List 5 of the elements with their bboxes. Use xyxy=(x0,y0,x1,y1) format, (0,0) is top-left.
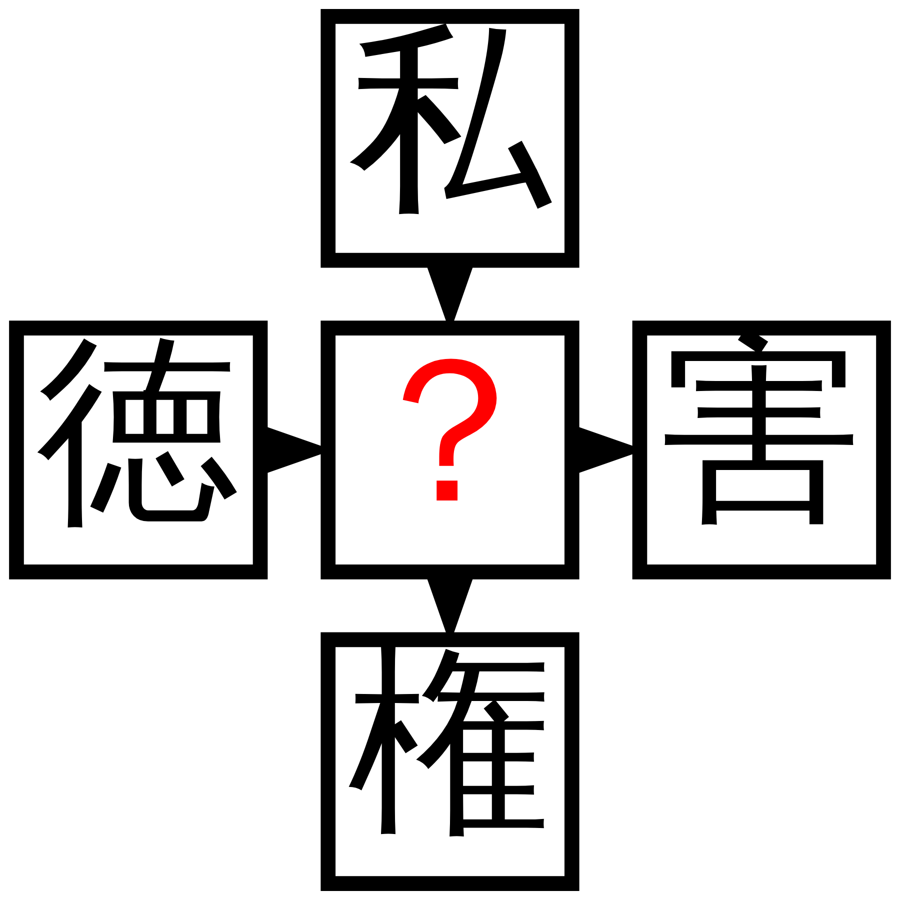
node-box: 私 xyxy=(320,9,580,268)
node-box: 権 xyxy=(320,632,580,891)
node-box: 害 xyxy=(632,320,891,580)
node-box: 徳 xyxy=(9,320,268,580)
node-box: ？ xyxy=(320,320,580,580)
